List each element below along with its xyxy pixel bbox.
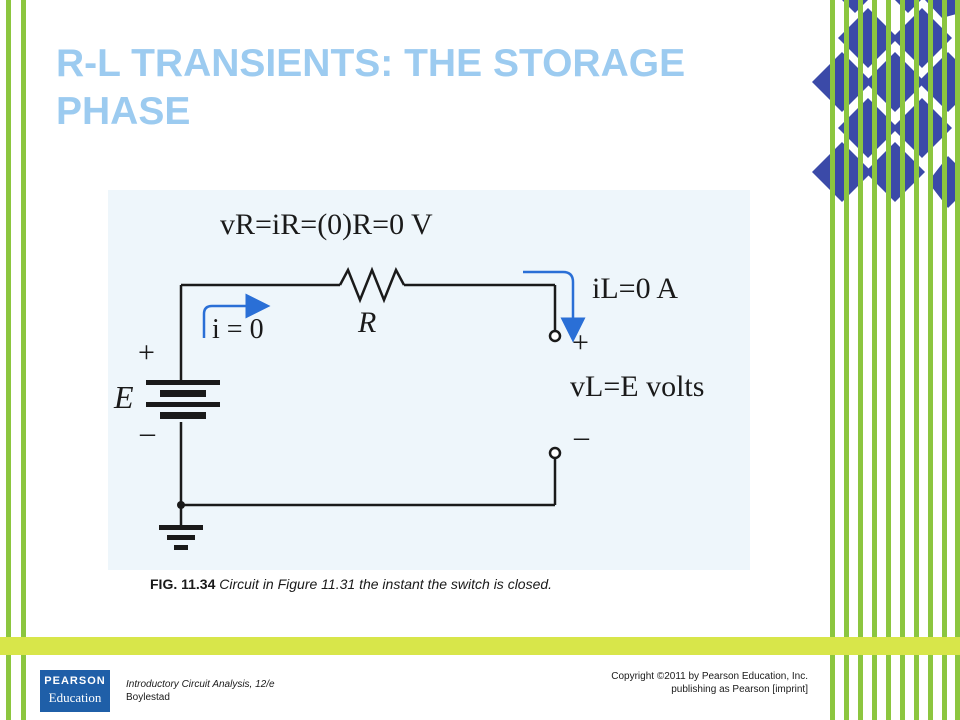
logo-line1: PEARSON <box>44 675 106 687</box>
pearson-logo: PEARSON Education <box>40 670 110 712</box>
inductor-current-arrow-icon <box>523 270 586 343</box>
terminal-top <box>548 329 562 343</box>
slide-title-line2: PHASE <box>56 90 191 133</box>
figure-caption-text: Circuit in Figure 11.31 the instant the … <box>219 576 553 592</box>
loop-current-label: i = 0 <box>212 314 264 345</box>
book-title: Introductory Circuit Analysis, 12/e <box>126 679 275 690</box>
terminal-minus-sign: – <box>573 420 590 453</box>
current-arrow-icon <box>202 293 271 338</box>
circuit-figure: vR=iR=(0)R=0 V R i = 0 + E – iL=0 A + vL… <box>108 190 750 570</box>
figure-number: FIG. 11.34 <box>150 576 216 592</box>
battery-symbol <box>146 380 220 419</box>
ground-icon <box>159 501 203 550</box>
copyright-line2: publishing as Pearson [imprint] <box>671 684 808 695</box>
battery-label: E <box>113 379 134 415</box>
resistor-voltage-equation: vR=iR=(0)R=0 V <box>220 208 433 241</box>
circuit-diagram: vR=iR=(0)R=0 V R i = 0 + E – iL=0 A + vL… <box>113 208 704 550</box>
logo-line2: Education <box>48 690 102 705</box>
right-diamond-stripe-decoration <box>812 0 960 720</box>
copyright-notice: Copyright ©2011 by Pearson Education, In… <box>611 670 808 696</box>
terminal-plus-sign: + <box>572 326 589 359</box>
slide-title: R-L TRANSIENTS: THE STORAGE PHASE <box>56 40 796 136</box>
inductor-current-label: iL=0 A <box>592 272 678 305</box>
inductor-voltage-label: vL=E volts <box>570 370 704 403</box>
battery-plus-sign: + <box>138 336 155 369</box>
book-author: Boylestad <box>126 692 170 703</box>
footer-bar <box>0 637 960 655</box>
figure-caption: FIG. 11.34 Circuit in Figure 11.31 the i… <box>150 576 710 592</box>
resistor-symbol <box>338 266 406 304</box>
slide-title-line1: R-L TRANSIENTS: THE STORAGE <box>56 42 686 85</box>
left-stripe-decoration <box>6 0 26 720</box>
copyright-line1: Copyright ©2011 by Pearson Education, In… <box>611 671 808 682</box>
battery-minus-sign: – <box>139 416 156 449</box>
book-info: Introductory Circuit Analysis, 12/e Boyl… <box>126 678 275 704</box>
terminal-bottom <box>548 446 562 460</box>
resistor-label: R <box>357 306 376 339</box>
